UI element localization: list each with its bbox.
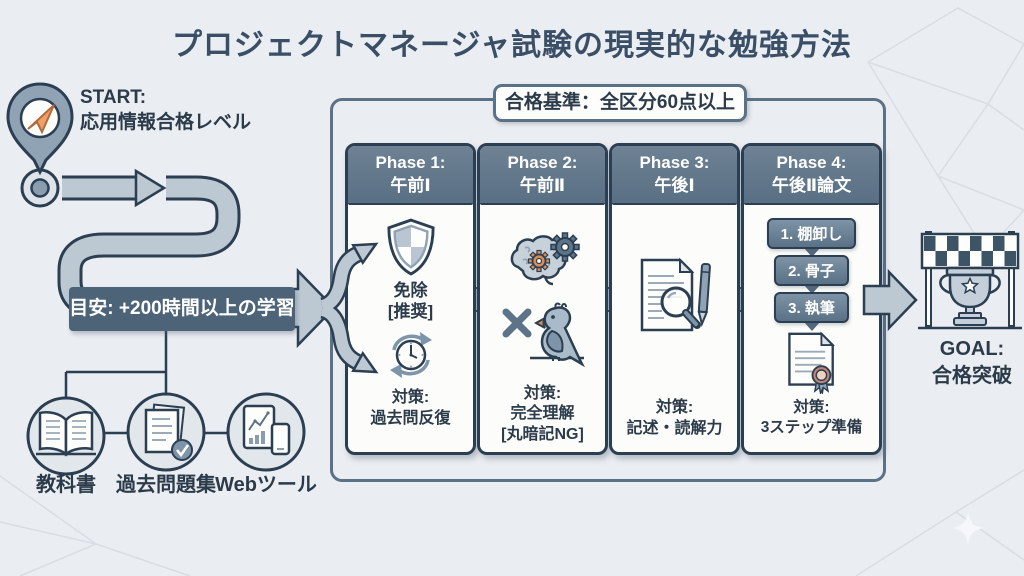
documents-check-icon (144, 403, 193, 461)
no-rote-parrot-icon (502, 302, 585, 368)
phase-2-title: Phase 2: (507, 153, 578, 173)
phase-1-body: 免除 [推奨] 対策: 過去問反復 (348, 206, 473, 452)
star-icon (960, 276, 980, 295)
devices-chart-icon (242, 404, 291, 456)
phase-1-subtitle: 午前Ⅰ (390, 175, 431, 195)
resource-circle-web-tools (226, 392, 306, 472)
phase-2-body: 対策: 完全理解 [丸暗記NG] (480, 206, 605, 452)
measure-line: 過去問反復 (370, 409, 451, 427)
resource-label-past-exams: 過去問題集 (116, 474, 216, 496)
shield-icon (386, 218, 435, 276)
path-arrowhead-icon (134, 168, 167, 208)
gear-small-icon (527, 249, 550, 273)
phase-card-2: Phase 2: 午前Ⅱ (477, 143, 608, 455)
step-chip-3-label: 3. 執筆 (774, 292, 849, 323)
start-label: START: 応用情報合格レベル (80, 86, 310, 135)
phase-3-subtitle: 午後Ⅰ (654, 175, 695, 195)
phase-4-title: Phase 4: (776, 153, 847, 173)
pen-icon (696, 262, 711, 328)
measure-line: 記述・読解力 (626, 419, 723, 437)
phase-card-1: Phase 1: 午前Ⅰ 免除 [推奨] (345, 143, 476, 455)
phase-3-measure: 対策: 記述・読解力 (612, 398, 737, 440)
x-mark-icon (502, 308, 531, 338)
trophy-icon (939, 266, 1001, 326)
phase-1-header: Phase 1: 午前Ⅰ (348, 146, 473, 205)
certificate-icon (787, 331, 835, 394)
exemption-line1: 免除 (393, 281, 428, 300)
step-chip-2-label: 2. 骨子 (774, 255, 849, 286)
goal-label-line2: 合格突破 (932, 365, 1012, 387)
rosette-icon (811, 365, 831, 394)
phase-4-measure: 対策: 3ステップ準備 (744, 398, 879, 438)
finish-flag-trophy-icon (918, 231, 1022, 330)
goal-label: GOAL: 合格突破 (910, 336, 1024, 390)
phase-3-title: Phase 3: (639, 153, 710, 173)
step-chip-1: 1. 棚卸し (744, 218, 879, 257)
parrot-icon (533, 302, 585, 368)
measure-line: 対策: (793, 399, 830, 416)
criteria-banner: 合格基準：全区分60点以上 (493, 84, 747, 122)
step-chip-1-label: 1. 棚卸し (766, 218, 857, 249)
resource-circle-past-exams (126, 392, 206, 472)
phase-4-body: 1. 棚卸し 2. 骨子 3. 執筆 (744, 206, 879, 452)
step-chip-2: 2. 骨子 (744, 255, 879, 294)
resource-label-web-tools: Webツール (215, 474, 317, 496)
phase-2-subtitle: 午前Ⅱ (519, 175, 566, 195)
exemption-label: 免除 [推奨] (348, 280, 473, 323)
goal-label-line1: GOAL: (939, 338, 1005, 360)
resource-label-book: 教科書 (36, 474, 96, 496)
measure-line: 対策: (523, 385, 562, 402)
gear-large-icon (549, 232, 580, 262)
sparkle-icon (952, 512, 984, 544)
phase-2-measure: 対策: 完全理解 [丸暗記NG] (480, 384, 605, 445)
goal-arrow-icon (862, 268, 918, 332)
brain-gears-icon (510, 232, 580, 286)
split-arrows-icon (319, 242, 379, 374)
phase-1-title: Phase 1: (375, 153, 446, 173)
chevron-down-icon (803, 248, 820, 257)
study-arrow-label: 目安: +200時間以上の学習 (69, 287, 295, 331)
checkered-banner-icon (920, 232, 1020, 270)
start-label-line2: 応用情報合格レベル (80, 111, 252, 133)
measure-line: 3ステップ準備 (760, 419, 863, 437)
document-search-pen-icon (640, 257, 711, 332)
phase-2-header: Phase 2: 午前Ⅱ (480, 146, 605, 205)
step-chip-3: 3. 執筆 (744, 292, 879, 331)
resource-circle-book (26, 396, 106, 476)
clock-refresh-icon (389, 332, 432, 378)
measure-line: 完全理解 (510, 405, 575, 423)
exemption-line2: [推奨] (387, 302, 434, 322)
phase-1-measure: 対策: 過去問反復 (348, 388, 473, 430)
phase-3-header: Phase 3: 午後Ⅰ (612, 146, 737, 205)
chevron-down-icon (803, 322, 820, 331)
phase-3-body: 対策: 記述・読解力 (612, 206, 737, 452)
chevron-down-icon (803, 285, 820, 294)
start-pin-icon (6, 82, 74, 208)
page-title: プロジェクトマネージャ試験の現実的な勉強方法 (172, 29, 852, 62)
phase-4-header: Phase 4: 午後Ⅱ論文 (744, 146, 879, 205)
resource-connectors (64, 331, 228, 435)
measure-line: 対策: (391, 389, 430, 406)
phase-card-4: Phase 4: 午後Ⅱ論文 1. 棚卸し 2. 骨子 3. 執筆 (741, 143, 882, 455)
book-icon (36, 411, 96, 457)
start-label-line1: START: (80, 87, 147, 108)
magnifier-icon (660, 286, 701, 329)
background-pattern (0, 7, 1024, 576)
measure-line: 対策: (655, 399, 694, 416)
navigation-arrow-icon (27, 104, 55, 135)
measure-line: [丸暗記NG] (501, 425, 584, 443)
phase-card-3: Phase 3: 午後Ⅰ 対策 (609, 143, 740, 455)
phase-4-subtitle: 午後Ⅱ論文 (771, 175, 852, 195)
